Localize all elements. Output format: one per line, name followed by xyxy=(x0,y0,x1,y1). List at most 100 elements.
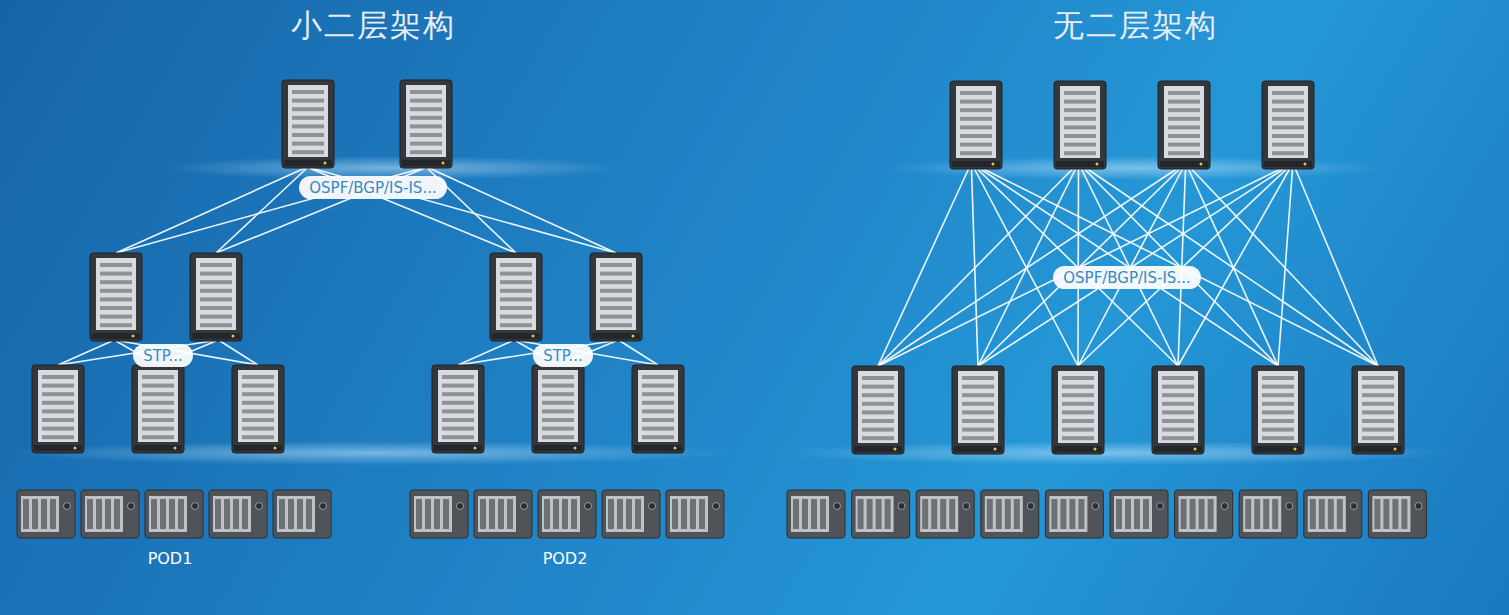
storage-body xyxy=(852,490,910,538)
storage-button xyxy=(521,503,528,510)
rack-slot xyxy=(410,107,442,111)
rack-base xyxy=(134,445,182,451)
rack-slot xyxy=(1262,385,1294,389)
rack-slot xyxy=(1362,385,1394,389)
storage-bay xyxy=(858,499,864,529)
storage-panel xyxy=(277,496,315,532)
rack-panel xyxy=(1358,371,1398,443)
storage-bay xyxy=(1143,499,1149,529)
storage-bay xyxy=(1328,499,1334,529)
rack-slot xyxy=(962,419,994,423)
rack-slot xyxy=(500,263,532,267)
rack-slot xyxy=(1272,108,1304,112)
storage-bay xyxy=(811,499,817,529)
rack-led xyxy=(1294,448,1297,451)
storage-bay xyxy=(1069,499,1075,529)
rack-slot xyxy=(1162,376,1194,380)
rack-base xyxy=(92,333,140,339)
rack-slot xyxy=(142,401,174,405)
protocol-pill: STP... xyxy=(133,344,193,367)
section-title: 小二层架构 xyxy=(291,5,456,47)
storage-bay xyxy=(1051,499,1057,529)
storage-bay xyxy=(867,499,873,529)
rack-led xyxy=(1096,163,1099,166)
rack-body xyxy=(400,80,452,168)
storage-panel xyxy=(1372,496,1410,532)
rack-slot xyxy=(42,392,74,396)
storage-bay xyxy=(23,499,29,529)
storage-button xyxy=(1027,503,1034,510)
rack-slot xyxy=(242,418,274,422)
rack-slot xyxy=(1168,143,1200,147)
storage-bay xyxy=(1374,499,1380,529)
rack-slot xyxy=(292,142,324,146)
rack-body xyxy=(232,365,284,453)
rack-slot xyxy=(1362,393,1394,397)
storage-body xyxy=(1304,490,1362,538)
rack-panel xyxy=(196,258,236,330)
storage-panel xyxy=(1308,496,1346,532)
storage-unit xyxy=(410,490,468,538)
storage-bay xyxy=(544,499,550,529)
rack-slot xyxy=(42,427,74,431)
rack-slot xyxy=(862,410,894,414)
rack-slot xyxy=(862,402,894,406)
storage-body xyxy=(209,490,267,538)
rack-slot xyxy=(600,289,632,293)
storage-bay xyxy=(996,499,1002,529)
storage-bay xyxy=(876,499,882,529)
rack-slot xyxy=(962,393,994,397)
rack-slot xyxy=(1262,376,1294,380)
rack-slot xyxy=(1062,428,1094,432)
rack-slot xyxy=(1168,91,1200,95)
rack-base xyxy=(1254,446,1302,452)
storage-bay xyxy=(480,499,486,529)
storage-bay xyxy=(699,499,705,529)
rack-body xyxy=(852,366,904,454)
storage-bay xyxy=(1337,499,1343,529)
rack-panel xyxy=(238,370,278,442)
storage-bay xyxy=(242,499,248,529)
rack-panel xyxy=(958,371,998,443)
section-title: 无二层架构 xyxy=(1053,5,1218,47)
storage-unit xyxy=(538,490,596,538)
storage-button xyxy=(256,503,263,510)
rack-slot xyxy=(960,100,992,104)
storage-bay xyxy=(178,499,184,529)
rack-panel xyxy=(638,370,678,442)
rack-slot xyxy=(500,315,532,319)
rack-slot xyxy=(42,435,74,439)
storage-button xyxy=(898,503,905,510)
rack-slot xyxy=(1168,108,1200,112)
storage-bay xyxy=(1254,499,1260,529)
rack-slot xyxy=(1162,419,1194,423)
server-rack xyxy=(1352,366,1404,454)
rack-slot xyxy=(142,392,174,396)
storage-panel xyxy=(1049,496,1087,532)
rack-base xyxy=(1154,446,1202,452)
rack-slot xyxy=(1362,402,1394,406)
link-line xyxy=(1296,169,1379,366)
rack-slot xyxy=(962,410,994,414)
server-rack xyxy=(852,366,904,454)
rack-led xyxy=(474,447,477,450)
rack-slot xyxy=(1162,402,1194,406)
rack-slot xyxy=(1262,419,1294,423)
rack-slot xyxy=(960,91,992,95)
rack-slot xyxy=(542,384,574,388)
rack-body xyxy=(590,253,642,341)
rack-slot xyxy=(100,297,132,301)
rack-led xyxy=(994,448,997,451)
link-line xyxy=(878,169,1281,366)
rack-slot xyxy=(442,375,474,379)
storage-bay xyxy=(416,499,422,529)
storage-body xyxy=(538,490,596,538)
storage-bay xyxy=(793,499,799,529)
rack-slot xyxy=(1168,100,1200,104)
storage-panel xyxy=(920,496,958,532)
storage-bay xyxy=(489,499,495,529)
storage-bay xyxy=(681,499,687,529)
storage-button xyxy=(1092,503,1099,510)
rack-slot xyxy=(962,385,994,389)
rack-slot xyxy=(542,409,574,413)
